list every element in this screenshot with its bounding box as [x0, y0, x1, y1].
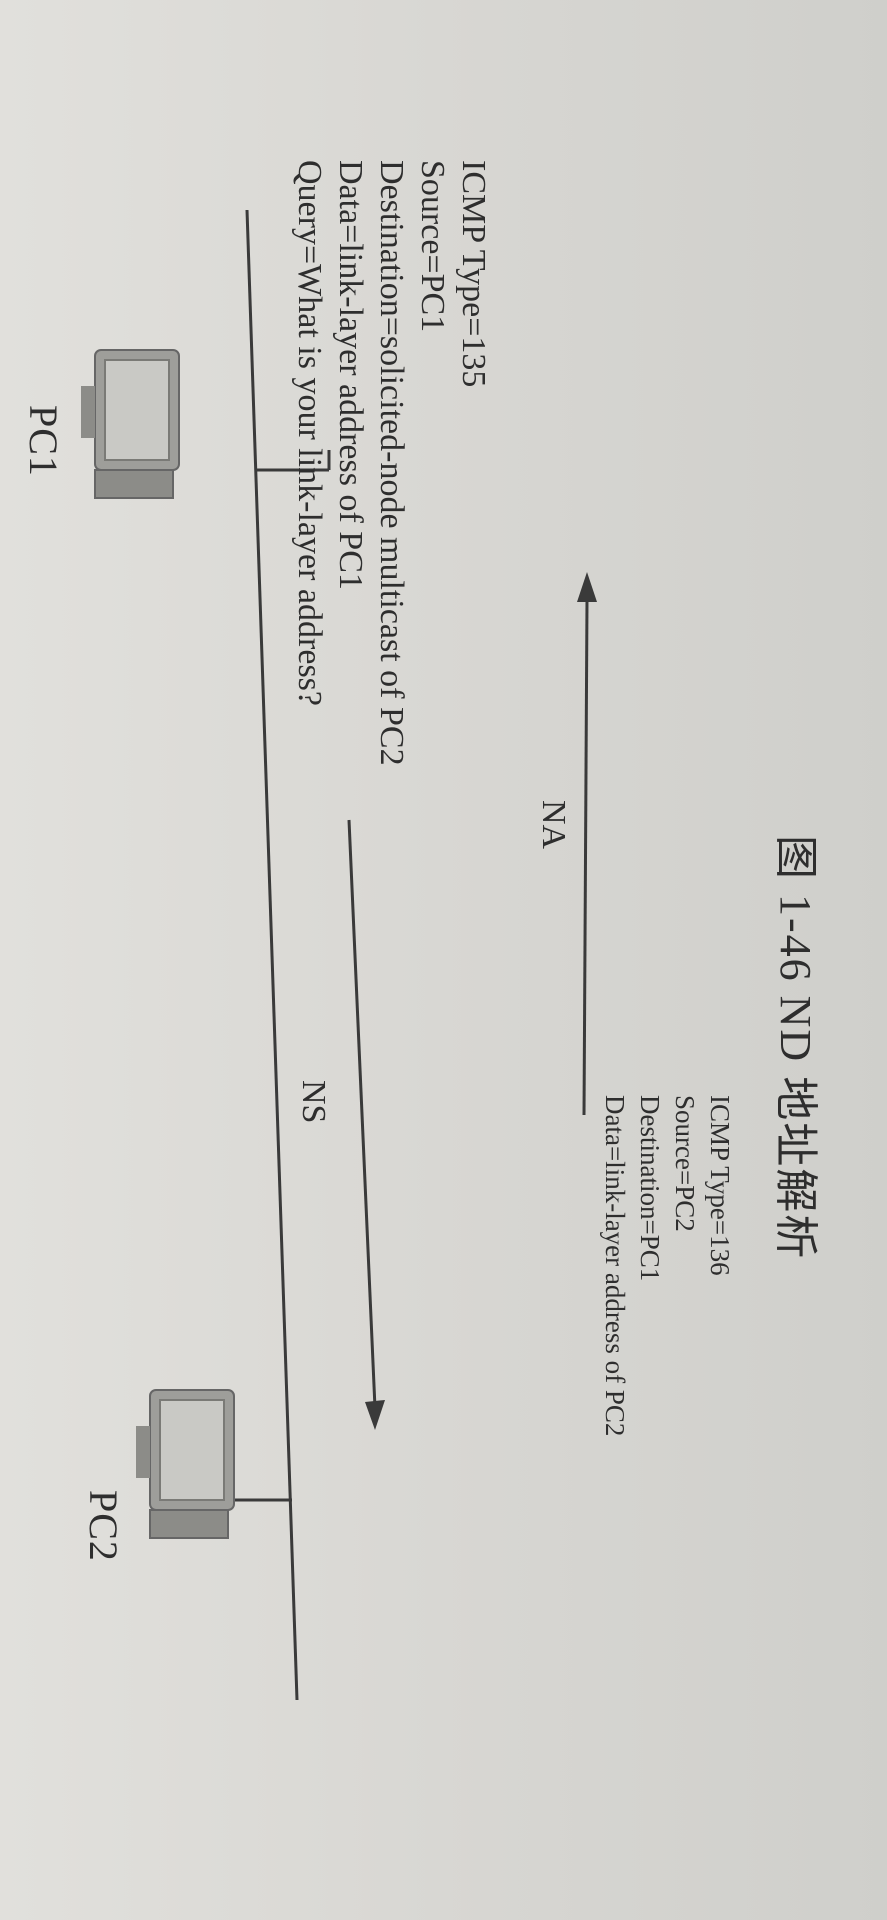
ns-message-line: Destination=solicited-node multicast of … [373, 160, 410, 766]
ns-message-line: Source=PC1 [414, 160, 451, 333]
ns-message-block: ICMP Type=135 Source=PC1 Destination=sol… [289, 160, 494, 766]
ns-arrow-label: NS [295, 1080, 332, 1124]
pc1-computer-icon [81, 349, 180, 499]
network-link-line [245, 209, 299, 1701]
na-message-line: ICMP Type=136 [705, 1095, 735, 1276]
na-message-line: Source=PC2 [670, 1095, 700, 1232]
na-arrow [577, 572, 597, 1116]
ns-message-line: Data=link-layer address of PC1 [332, 160, 369, 590]
na-arrow-label: NA [535, 800, 572, 850]
figure-caption: 图 1-46 ND 地址解析 [771, 835, 820, 1261]
pc2-computer-icon [136, 1389, 235, 1539]
ns-arrow [347, 819, 385, 1430]
ns-message-line: Query=What is your link-layer address? [291, 160, 328, 706]
ns-message-line: ICMP Type=135 [455, 160, 492, 388]
na-message-line: Destination=PC1 [635, 1095, 665, 1282]
na-message-block: ICMP Type=136 Source=PC2 Destination=PC1… [597, 1095, 737, 1436]
pc2-label: PC2 [81, 1490, 126, 1562]
pc1-label: PC1 [21, 405, 66, 477]
na-message-line: Data=link-layer address of PC2 [600, 1095, 630, 1437]
